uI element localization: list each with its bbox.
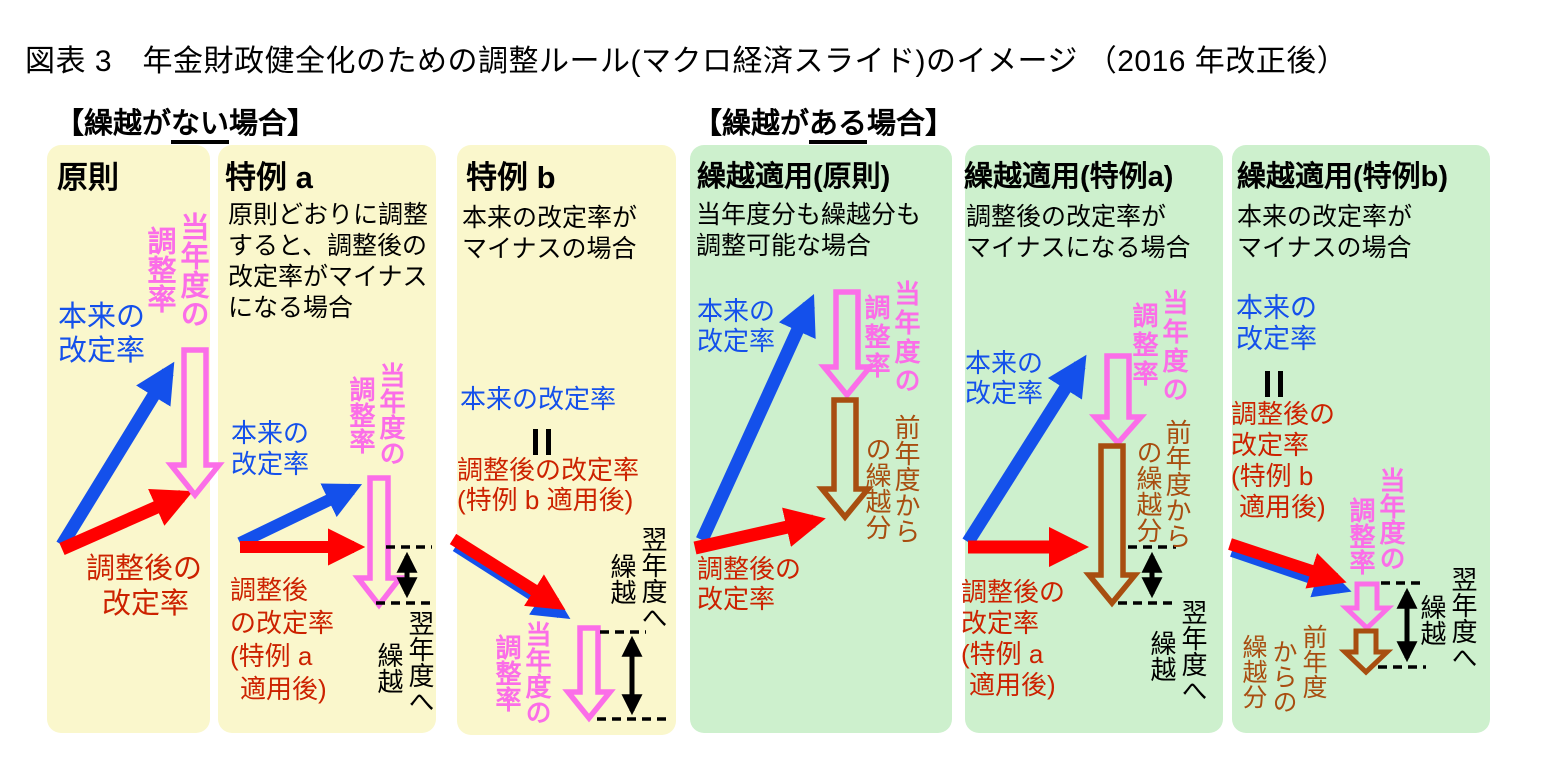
adjusted-rate-arrow — [1228, 538, 1347, 589]
original-rate-arrow — [696, 293, 816, 543]
original-rate-arrow — [56, 361, 175, 549]
adjusted-rate-label: 調整後の改定率(特例 b 適用後) — [457, 455, 640, 515]
panel-title: 特例 a — [225, 160, 313, 195]
section-header-carryover: 【繰越がある場合】 — [693, 100, 955, 144]
current-year-adjustment-arrow — [165, 347, 225, 500]
original-rate-label: 本来の改定率 — [58, 301, 146, 367]
carryover-from-previous-year-arrow — [1338, 628, 1394, 676]
current-year-adjustment-arrow — [562, 625, 616, 723]
panel-title: 特例 b — [466, 160, 556, 195]
original-rate-label: 本来の改定率 — [965, 348, 1044, 408]
section-header-emphasis: ある — [809, 108, 868, 144]
original-rate-label: 本来の改定率 — [1236, 293, 1317, 354]
panel-description: 本来の改定率がマイナスの場合 — [462, 204, 638, 263]
current-year-adjustment-arrow — [1088, 353, 1148, 448]
panel-description: 本来の改定率がマイナスの場合 — [1237, 203, 1413, 262]
panel-title: 繰越適用(特例b) — [1237, 161, 1449, 193]
carryover-next-year-label: 翌年度へ繰越 — [607, 526, 668, 630]
current-year-adjustment-arrow — [1339, 581, 1395, 632]
panel-description: 調整後の改定率がマイナスになる場合 — [966, 203, 1191, 262]
carryover-prev-year-label: 前年度からの繰越分 — [1133, 419, 1192, 549]
current-year-adjustment-label: 当年度の調整率 — [346, 362, 406, 466]
section-header-text: 場合】 — [867, 108, 955, 140]
current-year-adjustment-label: 当年度の調整率 — [143, 212, 208, 328]
carryover-next-year-label: 翌年度へ繰越 — [1417, 566, 1478, 670]
carryover-from-previous-year-arrow — [1083, 443, 1141, 608]
original-rate-arrow — [237, 483, 363, 549]
current-year-adjustment-arrow — [352, 475, 406, 610]
section-header-text: 【繰越が — [55, 108, 172, 140]
original-rate-arrow — [962, 354, 1087, 546]
original-rate-label: 本来の改定率 — [231, 418, 310, 479]
section-header-no-carryover: 【繰越がない場合】 — [55, 100, 317, 144]
original-rate-label: 本来の改定率 — [697, 296, 776, 356]
panel-description: 原則どおりに調整すると、調整後の 改定率がマイナスになる場合 — [228, 201, 429, 322]
current-year-adjustment-label: 当年度の調整率 — [492, 621, 552, 725]
panel-description: 当年度分も繰越分も調整可能な場合 — [696, 201, 922, 260]
current-year-adjustment-label: 当年度の調整率 — [861, 280, 921, 396]
panel-carryover-principle — [690, 145, 952, 733]
panel-title: 繰越適用(原則) — [697, 161, 891, 193]
carryover-next-year-label: 翌年度へ繰越 — [1147, 599, 1208, 703]
equals-icon — [1265, 371, 1283, 397]
section-header-emphasis: ない — [171, 108, 230, 144]
adjusted-rate-label: 調整後の改定率 — [86, 553, 203, 620]
adjusted-rate-arrow — [449, 533, 566, 610]
section-header-text: 場合】 — [229, 108, 317, 140]
panel-carryover-exception-b — [1232, 145, 1490, 733]
carryover-prev-year-label: 前年度からの繰越分 — [862, 414, 921, 544]
panel-exception-a — [218, 145, 436, 733]
panel-carryover-exception-a — [965, 145, 1223, 733]
adjusted-rate-arrow — [693, 507, 826, 555]
panel-title: 原則 — [57, 160, 119, 195]
adjusted-rate-label: 調整後の改定率 — [697, 554, 802, 614]
equals-icon — [533, 429, 551, 455]
carryover-next-year-label: 翌年度へ繰越 — [374, 610, 435, 714]
current-year-adjustment-label: 当年度の調整率 — [1346, 467, 1406, 575]
adjusted-rate-arrow — [59, 488, 194, 555]
section-header-text: 【繰越が — [693, 108, 810, 140]
carryover-from-previous-year-arrow — [816, 397, 874, 522]
carryover-prev-year-label: 前年度からの繰越分 — [1239, 624, 1327, 714]
current-year-adjustment-label: 当年度の調整率 — [1129, 289, 1189, 405]
panel-title: 繰越適用(特例a) — [964, 161, 1174, 193]
original-rate-label: 本来の改定率 — [460, 384, 617, 414]
figure-title: 図表 3 年金財政健全化のための調整ルール(マクロ経済スライド)のイメージ （2… — [25, 45, 1348, 78]
current-year-adjustment-arrow — [818, 289, 876, 400]
